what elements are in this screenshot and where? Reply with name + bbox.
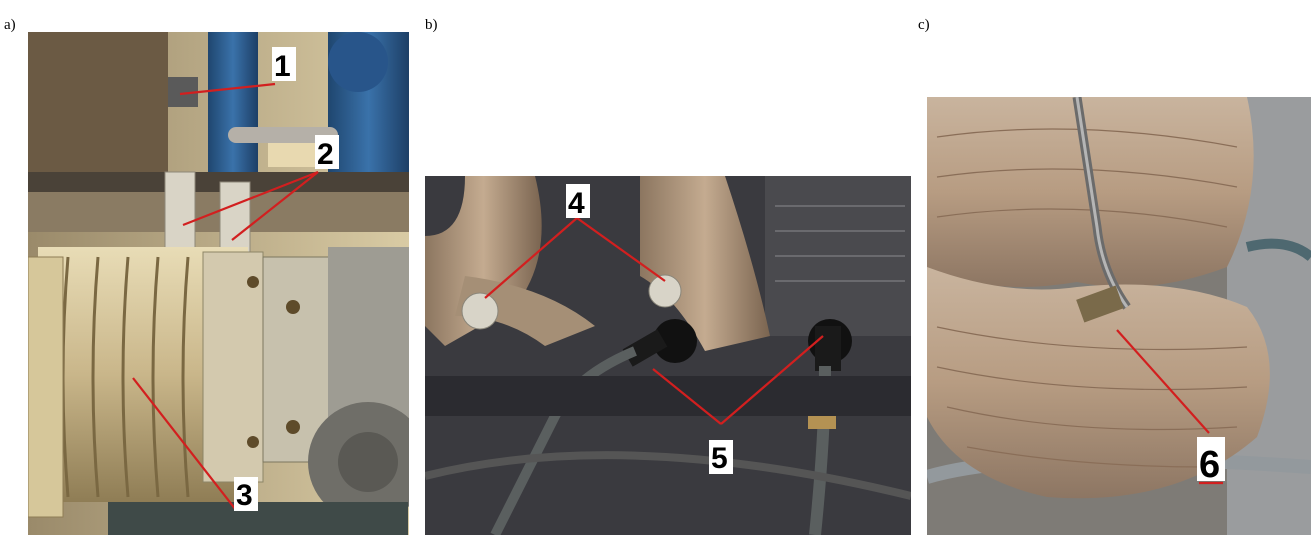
svg-text:4: 4	[568, 187, 585, 220]
photo-c-drawing: 6	[927, 97, 1311, 535]
panel-label-a: a)	[4, 17, 16, 33]
callout-3: 3	[234, 477, 258, 512]
panel-label-b: b)	[425, 17, 438, 33]
callout-1: 1	[272, 47, 296, 83]
svg-text:3: 3	[236, 479, 253, 512]
photo-b-drawing: 4 5	[425, 176, 911, 535]
photo-c-insulated-pipe: 6	[927, 97, 1311, 535]
photo-a-exhaust-bellows: 1 2 3	[28, 32, 409, 535]
svg-text:5: 5	[711, 442, 728, 475]
svg-text:2: 2	[317, 138, 334, 171]
panel-label-c: c)	[918, 17, 930, 33]
callout-6: 6	[1197, 437, 1225, 486]
photo-a-drawing: 1 2 3	[28, 32, 409, 535]
svg-text:1: 1	[274, 50, 291, 83]
svg-text:6: 6	[1199, 444, 1220, 486]
callout-4: 4	[566, 184, 590, 220]
callout-2: 2	[315, 135, 339, 171]
photo-b-cylinder-head: 4 5	[425, 176, 911, 535]
callout-5: 5	[709, 440, 733, 475]
